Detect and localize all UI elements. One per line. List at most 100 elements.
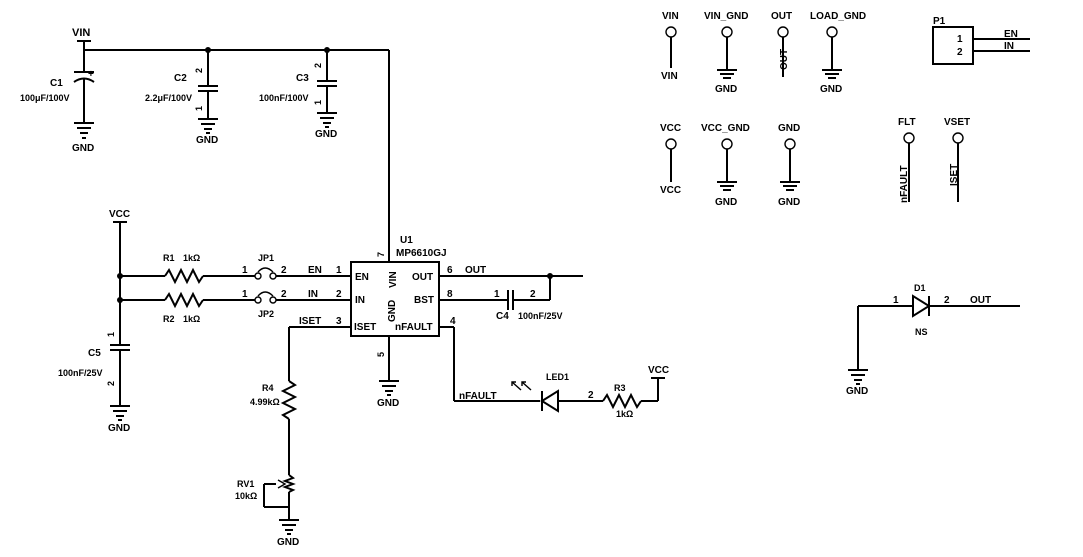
tp-vcc-net: VCC	[660, 185, 681, 196]
u1-pin-iset: ISET	[354, 322, 376, 333]
led-led1: LED1 2	[511, 372, 603, 413]
gnd-symbol-d1: GND	[846, 369, 868, 397]
gnd-label-c3: GND	[315, 129, 337, 140]
svg-text:2: 2	[281, 289, 287, 300]
c3-ref: C3	[296, 73, 309, 84]
jumper-jp1[interactable]: JP1 1 2 EN 1	[242, 253, 351, 280]
out-net-label: OUT	[465, 265, 486, 276]
r3-value: 1kΩ	[616, 409, 633, 419]
c5-ref: C5	[88, 348, 101, 359]
svg-text:2: 2	[106, 381, 116, 386]
c2-value: 2.2μF/100V	[145, 93, 192, 103]
u1-pin-in: IN	[355, 295, 365, 306]
r3-ref: R3	[614, 383, 626, 393]
gnd-label-u1: GND	[377, 398, 399, 409]
resistor-r1: R1 1kΩ	[163, 253, 255, 285]
tp-vcc-gnd-net: GND	[715, 197, 737, 208]
u1-pin-gnd: GND	[387, 300, 398, 322]
gnd-symbol-c3: GND	[315, 112, 337, 140]
p1-ref: P1	[933, 16, 946, 27]
testpoint-flt[interactable]: FLT nFAULT	[898, 117, 916, 203]
svg-text:1: 1	[106, 332, 116, 337]
tp-load-gnd-net: GND	[820, 84, 842, 95]
tp-vin-net: VIN	[661, 71, 678, 82]
jp2-ref: JP2	[258, 309, 274, 319]
svg-text:2: 2	[313, 63, 323, 68]
gnd-symbol-u1: GND	[377, 380, 399, 409]
tp-gnd-net: GND	[778, 197, 800, 208]
svg-text:1: 1	[194, 106, 204, 111]
r4-value: 4.99kΩ	[250, 397, 280, 407]
testpoint-vset[interactable]: VSET ISET	[944, 117, 970, 202]
gnd-label-c5: GND	[108, 423, 130, 434]
c5-value: 100nF/25V	[58, 368, 103, 378]
vin-label: VIN	[72, 27, 90, 39]
c4-value: 100nF/25V	[518, 311, 563, 321]
svg-text:2: 2	[336, 289, 342, 300]
svg-text:6: 6	[447, 265, 453, 276]
vin-rail: VIN	[72, 27, 390, 262]
u1-pin-vin: VIN	[388, 271, 399, 288]
svg-text:1: 1	[494, 289, 500, 300]
svg-text:2: 2	[281, 265, 287, 276]
r1-value: 1kΩ	[183, 253, 200, 263]
c2-ref: C2	[174, 73, 187, 84]
tp-vset-label: VSET	[944, 117, 970, 128]
capacitor-c1: + C1 100μF/100V	[20, 50, 95, 122]
d1-out-label: OUT	[970, 295, 991, 306]
svg-text:1: 1	[893, 295, 899, 306]
vcc-rail-left: VCC	[109, 209, 165, 345]
capacitor-c5: 1 2 C5 100nF/25V	[58, 332, 130, 405]
testpoint-vin[interactable]: VIN VIN	[661, 11, 679, 82]
capacitor-c4: 1 2 C4 100nF/25V	[439, 276, 563, 322]
gnd-label-d1: GND	[846, 386, 868, 397]
u1-ref: U1	[400, 235, 413, 246]
ic-u1: U1 MP6610GJ 7 EN IN ISET VIN GND OUT BST…	[336, 235, 456, 380]
r4-ref: R4	[262, 383, 274, 393]
svg-text:2: 2	[588, 390, 594, 401]
svg-text:2: 2	[944, 295, 950, 306]
gnd-symbol-c5: GND	[108, 405, 130, 434]
diode-d1: D1 1 2 OUT NS	[857, 283, 1020, 369]
testpoint-vcc-gnd[interactable]: VCC_GND GND	[701, 123, 750, 208]
svg-text:2: 2	[194, 68, 204, 73]
u1-part: MP6610GJ	[396, 248, 447, 259]
jumper-jp2[interactable]: 1 2 JP2 IN 2	[242, 289, 351, 319]
led1-ref: LED1	[546, 372, 569, 382]
testpoint-gnd[interactable]: GND GND	[778, 123, 800, 208]
r2-value: 1kΩ	[183, 314, 200, 324]
c4-ref: C4	[496, 311, 509, 322]
resistor-r3: R3 1kΩ VCC	[602, 365, 669, 419]
connector-p1[interactable]: P1 1 2 EN IN	[932, 16, 1030, 65]
iset-net: ISET	[288, 316, 351, 381]
testpoint-out[interactable]: OUT OUT	[771, 11, 792, 77]
svg-text:2: 2	[957, 47, 963, 58]
r2-ref: R2	[163, 314, 175, 324]
u1-pin-out: OUT	[412, 272, 433, 283]
tp-vin-gnd-net: GND	[715, 84, 737, 95]
testpoint-vcc[interactable]: VCC VCC	[660, 123, 681, 196]
gnd-label-c2: GND	[196, 135, 218, 146]
in-net-label: IN	[308, 289, 318, 300]
out-net: OUT	[439, 265, 583, 279]
vcc-label-left: VCC	[109, 209, 130, 220]
d1-ref: D1	[914, 283, 926, 293]
svg-text:1: 1	[957, 34, 963, 45]
tp-out-net: OUT	[779, 49, 790, 70]
svg-text:+: +	[88, 69, 94, 80]
svg-text:1: 1	[242, 265, 248, 276]
svg-text:3: 3	[336, 316, 342, 327]
testpoint-vin-gnd[interactable]: VIN_GND GND	[704, 11, 748, 95]
testpoint-load-gnd[interactable]: LOAD_GND GND	[810, 11, 866, 95]
gnd-label-rv1: GND	[277, 537, 299, 548]
r1-ref: R1	[163, 253, 175, 263]
svg-text:7: 7	[376, 252, 386, 257]
nfault-net-label: nFAULT	[459, 391, 497, 402]
gnd-symbol-c1: GND	[72, 122, 94, 154]
c1-value: 100μF/100V	[20, 93, 70, 103]
en-net-label: EN	[308, 265, 322, 276]
c3-value: 100nF/100V	[259, 93, 309, 103]
potentiometer-rv1[interactable]: RV1 10kΩ	[235, 474, 296, 519]
svg-text:4: 4	[450, 316, 456, 327]
